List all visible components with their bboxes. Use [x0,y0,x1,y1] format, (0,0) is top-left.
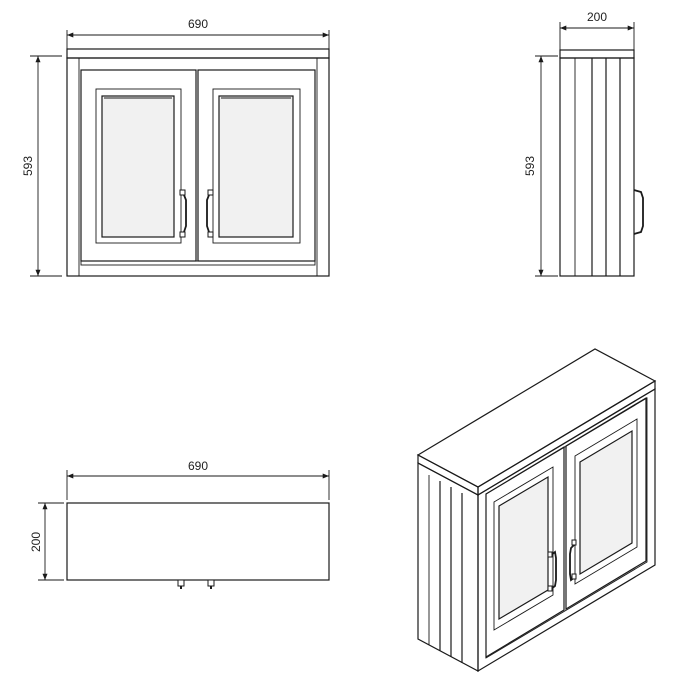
top-depth-dimension: 200 [29,502,64,581]
front-left-mirror [101,95,175,238]
side-depth-label: 200 [587,10,607,24]
side-height-dimension: 593 [523,55,558,277]
side-depth-dimension: 200 [559,10,635,52]
iso-side-panel [417,462,479,672]
top-width-dimension: 690 [66,459,330,500]
isometric-view [416,348,657,673]
iso-left-mirror [498,475,549,621]
front-right-handle [206,189,214,238]
side-view: 200 593 [523,10,644,277]
front-view: 690 593 [21,17,330,277]
side-height-label: 593 [523,156,537,176]
side-handle [633,189,644,235]
top-depth-label: 200 [29,532,43,552]
iso-right-door [565,396,647,611]
front-top-cap [66,48,330,59]
top-view: 690 200 [29,459,330,589]
iso-front-face [477,387,656,673]
front-left-handle [179,189,187,238]
front-width-dimension: 690 [66,17,330,50]
iso-left-door [485,445,565,659]
front-right-mirror [218,95,294,238]
side-top-cap [559,49,635,59]
side-panel [559,57,635,277]
front-height-label: 593 [21,156,35,176]
top-outline [66,502,330,581]
iso-right-mirror [579,429,633,576]
top-handle-knobs [177,579,215,589]
front-height-dimension: 593 [21,55,62,277]
iso-left-handle [549,550,557,590]
top-width-label: 690 [188,459,208,473]
front-width-label: 690 [188,17,208,31]
front-carcass [66,57,330,277]
